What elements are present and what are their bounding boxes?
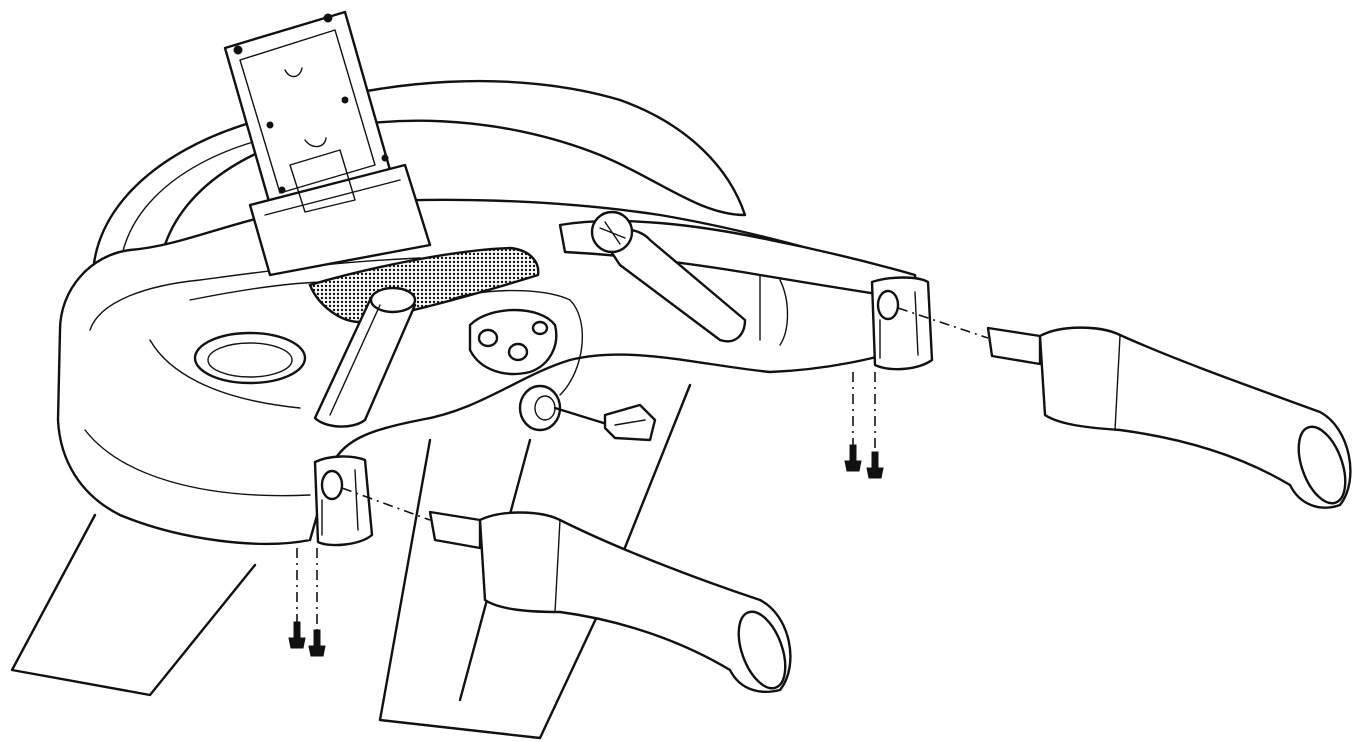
screw-icon bbox=[844, 444, 862, 472]
assembly-guide-lines bbox=[296, 307, 989, 630]
right-upright-post bbox=[590, 210, 747, 343]
screw-icon bbox=[288, 621, 306, 649]
left-socket bbox=[313, 455, 374, 547]
display-mount-bracket bbox=[223, 10, 432, 277]
control-pod bbox=[449, 289, 583, 396]
left-screws bbox=[288, 621, 326, 657]
right-handlebar-grip bbox=[986, 326, 1352, 509]
deck-panels bbox=[10, 383, 692, 740]
screw-icon bbox=[308, 629, 326, 657]
safety-key bbox=[518, 384, 657, 442]
left-handlebar-grip bbox=[428, 510, 792, 693]
screw-icon bbox=[866, 451, 884, 479]
right-screws bbox=[844, 444, 884, 479]
right-socket bbox=[870, 276, 934, 371]
cup-holder bbox=[193, 331, 307, 385]
left-upright-post bbox=[313, 286, 417, 428]
